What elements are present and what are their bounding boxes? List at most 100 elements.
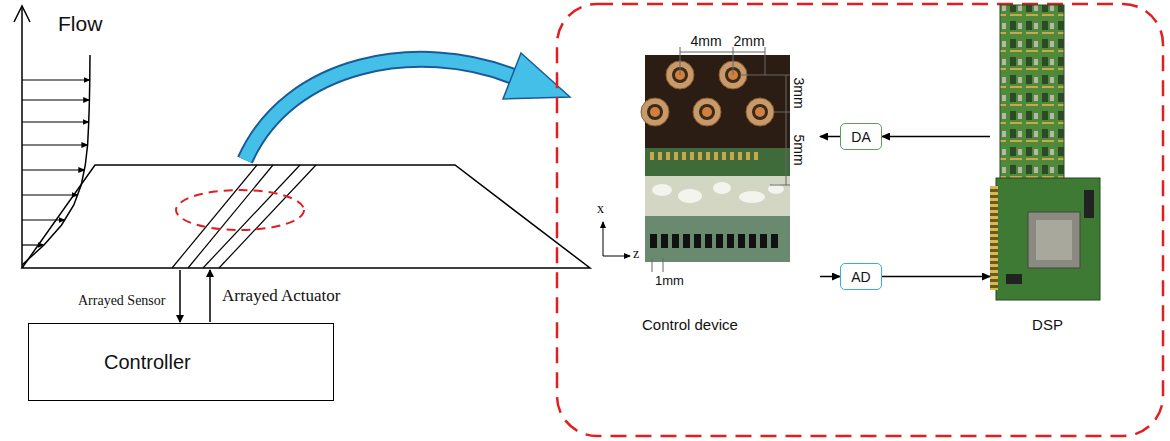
dimension-lines-part (786, 75, 787, 185)
actuator-rings-part (752, 104, 768, 120)
dimension-lines-part (774, 112, 790, 113)
device-photo-part-part (682, 152, 686, 160)
node-text: AD (851, 269, 870, 285)
sensor-strips (172, 165, 316, 268)
device-axes-part (603, 256, 630, 257)
flow-label: Flow (58, 12, 102, 36)
dimension-lines-part (765, 47, 766, 75)
plate (22, 165, 590, 268)
device-photo-part-part (746, 152, 750, 160)
device-photo-part-part (690, 152, 694, 160)
velocity-arrows-part (22, 121, 89, 122)
device-photo-part-part (738, 152, 742, 160)
node-text: Controller (104, 351, 191, 374)
dimension-label: 4mm (690, 33, 721, 49)
device-photo-part-part (658, 152, 662, 160)
device-photo-part-part (738, 234, 745, 248)
part-label: Arrayed Actuator (222, 286, 340, 306)
dimension-label: 5mm (791, 134, 807, 165)
dimension-lines-part (663, 258, 664, 272)
dimension-lines-part (680, 47, 681, 75)
controller-box: Controller (28, 323, 334, 401)
dimension-lines-part (680, 52, 765, 53)
velocity-arrows-part (22, 244, 44, 245)
device-photo-part-part (674, 152, 678, 160)
converter-box: AD (840, 263, 882, 290)
signal-arrow (882, 276, 990, 278)
node-text: DSP (1032, 316, 1063, 333)
device-photo-part-part (760, 234, 767, 248)
signal-arrow (820, 136, 840, 138)
velocity-arrows-part (22, 79, 90, 80)
velocity-arrows-part (22, 169, 84, 170)
velocity-arrows-part (22, 144, 87, 145)
actuator-rings-part (755, 107, 765, 117)
actuator-rings-part (699, 104, 715, 120)
flow-illustration (14, 6, 590, 322)
device-photo-part-part (705, 234, 712, 248)
actuator-arrow (209, 270, 211, 322)
sensor-strips-part (172, 165, 257, 268)
dsp-board (990, 5, 1100, 300)
dimension-lines-part (770, 185, 790, 186)
actuator-rings-part (650, 107, 660, 117)
node-text: Control device (642, 316, 738, 333)
velocity-arrows-part (22, 99, 89, 100)
actuator-rings-part (693, 98, 721, 126)
device-axes (603, 222, 630, 256)
y-axis (21, 8, 23, 268)
device-photo-part-part (716, 234, 723, 248)
dimension-label: 1mm (655, 274, 684, 289)
converter-box: DA (840, 123, 882, 150)
sensor-arrow (179, 270, 181, 322)
device-photo-part-part (698, 152, 702, 160)
device-photo-part-part (771, 234, 778, 248)
velocity-profile (22, 55, 90, 265)
device-photo-part-part (754, 152, 758, 160)
device-photo-part (650, 152, 758, 160)
dsp-board-part (1028, 212, 1080, 268)
device-photo (641, 55, 790, 262)
device-photo-part-part (714, 152, 718, 160)
device-photo-part-part (727, 234, 734, 248)
dsp-board-part (996, 178, 1100, 300)
device-photo-part-part (666, 152, 670, 160)
device-photo-part-part (749, 234, 756, 248)
axis-head (14, 6, 30, 22)
node-text: DA (851, 129, 870, 145)
axis-label: x (597, 201, 604, 217)
axis-label: z (633, 246, 639, 262)
dsp-board-part (1006, 274, 1022, 284)
sensor-strips-part (203, 165, 300, 268)
dsp-board: DSP (990, 5, 1105, 337)
dsp-board-part (990, 186, 998, 290)
device-photo-part-part (694, 234, 701, 248)
device-photo-part-part (739, 191, 765, 203)
zoom-arrow (245, 53, 570, 160)
dimension-lines-part (652, 258, 653, 272)
device-photo-part-part (652, 184, 672, 196)
device-photo-part-part (683, 234, 690, 248)
device-photo-part-part (661, 234, 668, 248)
device-photo-part (650, 234, 778, 248)
device-photo-part-part (678, 189, 702, 203)
dimension-label: 3mm (791, 77, 807, 108)
signal-arrow (820, 276, 840, 278)
device-photo-part (645, 176, 790, 216)
actuator-rings-part (746, 98, 774, 126)
device-photo-part-part (706, 152, 710, 160)
device-axes-part (603, 222, 604, 256)
dsp-board-part (1084, 190, 1094, 218)
actuator-rings-part (641, 98, 669, 126)
device-photo-part-part (650, 152, 654, 160)
device-photo-part-part (730, 152, 734, 160)
sensor-strips-part (188, 165, 273, 268)
velocity-arrows-part (22, 219, 65, 220)
device-photo-part-part (672, 234, 679, 248)
actuator-rings (641, 61, 774, 126)
zoom-arrow-part (503, 53, 570, 99)
part-label: Arrayed Sensor (78, 293, 165, 309)
device-photo-part-part (650, 234, 657, 248)
velocity-arrows-part (22, 194, 78, 195)
